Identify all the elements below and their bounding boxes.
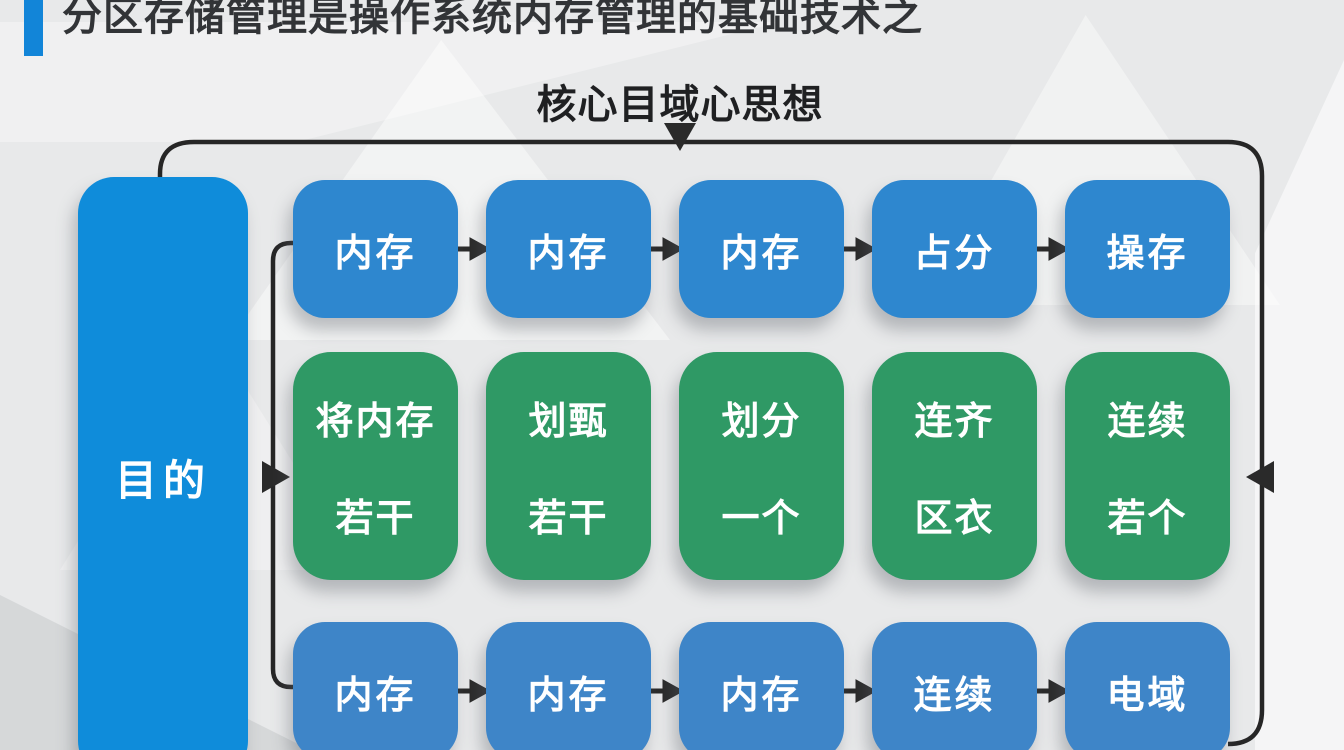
- flow-box-label: 连续: [1107, 401, 1188, 443]
- flow-box: 操存: [1065, 180, 1230, 318]
- flow-box-label: 连齐: [914, 401, 995, 443]
- flow-box-label: 将内存: [315, 401, 436, 443]
- flow-box-label: 操存: [1106, 232, 1189, 275]
- flow-box-label: 区衣: [914, 498, 995, 540]
- flow-box-label: 若干: [335, 498, 416, 540]
- slide-title: 分区存储管理是操作系统内存管理的基础技术之: [62, 0, 923, 39]
- flow-box-label: 内存: [334, 674, 417, 717]
- purpose-arrow-right-icon: [262, 461, 290, 493]
- purpose-box: 目的: [78, 177, 248, 750]
- flow-box: 划甄 若干: [486, 352, 651, 580]
- flow-box: 内存: [679, 180, 844, 318]
- flow-box-label: 划甄: [528, 401, 609, 443]
- outer-loop-line: [157, 139, 1265, 747]
- flow-box-label: 划分: [721, 401, 802, 443]
- flow-box-label: 内存: [720, 674, 803, 717]
- flow-box-label: 若干: [528, 498, 609, 540]
- flow-box: 内存: [293, 622, 458, 750]
- callout-label: 核心目域心思想: [536, 83, 824, 127]
- callout-arrow-down-icon: [664, 123, 696, 151]
- flow-box: 占分: [872, 180, 1037, 318]
- title-accent-bar: [24, 0, 43, 56]
- loop-arrow-left-icon: [1246, 461, 1274, 493]
- flow-box: 内存: [486, 180, 651, 318]
- flow-box: 电域: [1065, 622, 1230, 750]
- flow-box-label: 占分: [913, 232, 996, 275]
- flow-box-label: 内存: [334, 232, 417, 275]
- flow-box: 连续 若个: [1065, 352, 1230, 580]
- flow-box: 连续: [872, 622, 1037, 750]
- flow-box-label: 若个: [1107, 498, 1188, 540]
- flow-box-label: 一个: [721, 498, 802, 540]
- flow-box-label: 内存: [720, 232, 803, 275]
- flow-box-label: 内存: [527, 674, 610, 717]
- flow-box: 将内存 若干: [293, 352, 458, 580]
- flow-box: 内存: [293, 180, 458, 318]
- left-bracket-line: [270, 240, 293, 690]
- flow-box: 连齐 区衣: [872, 352, 1037, 580]
- flow-box: 划分 一个: [679, 352, 844, 580]
- top-row-arrow-icons: [458, 237, 1071, 261]
- bottom-row-arrow-icons: [458, 679, 1071, 703]
- flow-box: 内存: [486, 622, 651, 750]
- purpose-box-label: 目的: [114, 456, 211, 504]
- flow-box-label: 连续: [913, 674, 996, 717]
- flow-box-label: 内存: [527, 232, 610, 275]
- flow-box: 内存: [679, 622, 844, 750]
- flow-box-label: 电域: [1106, 674, 1189, 717]
